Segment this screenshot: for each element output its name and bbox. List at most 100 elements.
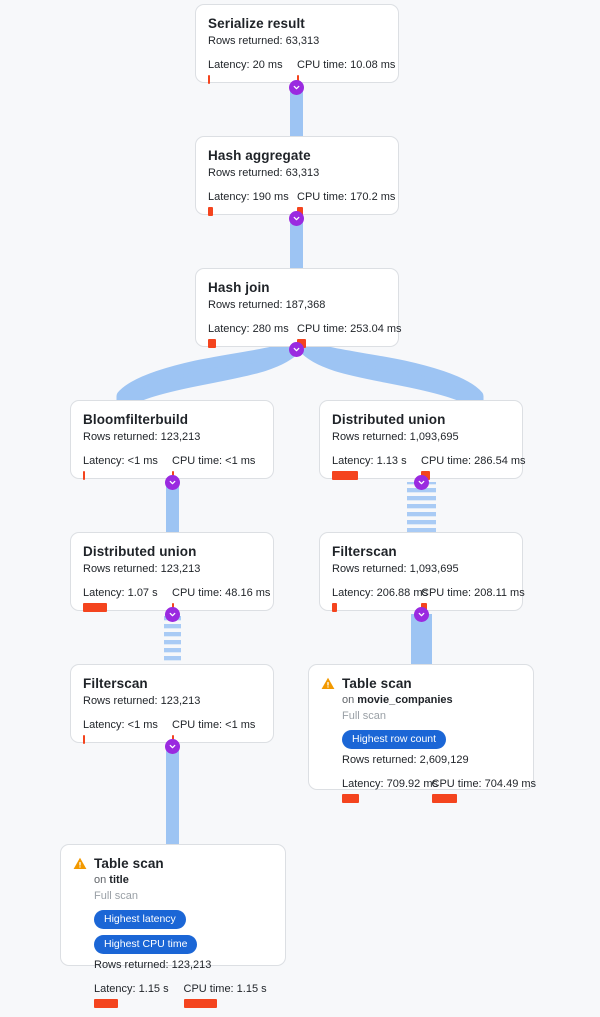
plan-node-distributed-union-right[interactable]: Distributed union Rows returned: 1,093,6…: [319, 400, 526, 480]
table-name: title: [109, 874, 129, 886]
table-name-line: on title: [94, 873, 273, 888]
latency-label: Latency: 709.92 ms: [342, 778, 439, 790]
edge-filterscan-to-table-scan-left: [166, 746, 179, 844]
latency-metric: Latency: 709.92 ms: [342, 777, 439, 803]
node-metrics: Latency: 190 ms CPU time: 170.2 ms: [208, 190, 396, 216]
latency-metric: Latency: 20 ms: [208, 58, 297, 84]
cpu-label: CPU time: 208.11 ms: [421, 587, 525, 599]
latency-metric: Latency: 190 ms: [208, 190, 297, 216]
latency-bar: [83, 471, 85, 480]
latency-bar: [83, 603, 107, 612]
node-title: Table scan: [342, 676, 412, 691]
rows-returned: Rows returned: 123,213: [83, 431, 201, 443]
node-body: Rows returned: 1,093,695 Latency: 206.88…: [332, 562, 525, 612]
on-prefix: on: [342, 694, 358, 706]
rows-returned: Rows returned: 2,609,129: [342, 754, 469, 766]
cpu-label: CPU time: 1.15 s: [183, 983, 267, 995]
latency-metric: Latency: 1.13 s: [332, 454, 421, 480]
cpu-metric: CPU time: 286.54 ms: [421, 454, 526, 480]
latency-bar: [332, 603, 337, 612]
plan-node-table-scan-title[interactable]: Table scan on title Full scan Highest la…: [60, 844, 286, 1008]
collapse-toggle-filterscan-left[interactable]: [165, 739, 180, 754]
chevron-down-icon: [169, 480, 176, 485]
node-header: Table scan: [73, 855, 273, 872]
collapse-toggle-filterscan-right[interactable]: [414, 607, 429, 622]
status-badge-cpu[interactable]: Highest CPU time: [94, 935, 198, 954]
collapse-toggle-distributed-union-right[interactable]: [414, 475, 429, 490]
cpu-label: CPU time: 286.54 ms: [421, 455, 526, 467]
cpu-metric: CPU time: 1.15 s: [183, 982, 274, 1008]
collapse-toggle-bloomfilterbuild[interactable]: [165, 475, 180, 490]
scan-type: Full scan: [94, 890, 139, 902]
node-metrics: Latency: 1.13 s CPU time: 286.54 ms: [332, 454, 526, 480]
edge-join-to-bloomfilterbuild-body: [116, 338, 303, 412]
node-metrics: Latency: 1.15 s CPU time: 1.15 s: [94, 982, 273, 1008]
rows-returned: Rows returned: 1,093,695: [332, 563, 459, 575]
plan-node-filterscan-left[interactable]: Filterscan Rows returned: 123,213 Latenc…: [70, 664, 274, 744]
node-badges: Highest row count: [342, 730, 521, 749]
on-prefix: on: [94, 874, 110, 886]
chevron-down-icon: [418, 480, 425, 485]
cpu-bar: [431, 794, 457, 803]
node-body: Rows returned: 123,213 Latency: <1 ms CP…: [83, 430, 261, 480]
plan-node-filterscan-right[interactable]: Filterscan Rows returned: 1,093,695 Late…: [319, 532, 525, 612]
cpu-label: CPU time: 170.2 ms: [297, 191, 396, 203]
chevron-down-icon: [169, 612, 176, 617]
rows-returned: Rows returned: 63,313: [208, 35, 320, 47]
node-header: Filterscan: [83, 675, 261, 692]
node-metrics: Latency: <1 ms CPU time: <1 ms: [83, 454, 261, 480]
plan-node-distributed-union-left[interactable]: Distributed union Rows returned: 123,213…: [70, 532, 274, 612]
node-body: Rows returned: 187,368 Latency: 280 ms C…: [208, 298, 402, 348]
node-metrics: Latency: 709.92 ms CPU time: 704.49 ms: [342, 777, 537, 803]
node-header: Serialize result: [208, 15, 386, 32]
edge-join-to-bloomfilterbuild: [130, 348, 296, 404]
node-title: Bloomfilterbuild: [83, 412, 189, 427]
collapse-toggle-serialize-result[interactable]: [289, 80, 304, 95]
plan-node-hash-join[interactable]: Hash join Rows returned: 187,368 Latency…: [195, 268, 402, 348]
latency-metric: Latency: <1 ms: [83, 454, 172, 480]
node-body: on movie_companies Full scan Highest row…: [342, 693, 537, 803]
cpu-label: CPU time: 253.04 ms: [297, 323, 402, 335]
plan-node-bloomfilterbuild[interactable]: Bloomfilterbuild Rows returned: 123,213 …: [70, 400, 274, 480]
status-badge-latency[interactable]: Highest latency: [94, 910, 186, 929]
warning-triangle-icon: [321, 677, 335, 690]
cpu-metric: CPU time: 704.49 ms: [431, 777, 537, 803]
plan-node-hash-aggregate[interactable]: Hash aggregate Rows returned: 63,313 Lat…: [195, 136, 399, 216]
collapse-toggle-hash-aggregate[interactable]: [289, 211, 304, 226]
latency-bar: [208, 75, 210, 84]
node-title: Serialize result: [208, 16, 305, 31]
cpu-bar: [183, 999, 217, 1008]
plan-node-serialize-result[interactable]: Serialize result Rows returned: 63,313 L…: [195, 4, 399, 84]
cpu-metric: CPU time: 253.04 ms: [297, 322, 402, 348]
node-title: Distributed union: [332, 412, 446, 427]
cpu-label: CPU time: 704.49 ms: [431, 778, 537, 790]
latency-label: Latency: 1.07 s: [83, 587, 158, 599]
node-metrics: Latency: 20 ms CPU time: 10.08 ms: [208, 58, 395, 84]
cpu-metric: CPU time: 48.16 ms: [172, 586, 270, 612]
latency-metric: Latency: 1.15 s: [94, 982, 184, 1008]
node-body: Rows returned: 123,213 Latency: <1 ms CP…: [83, 694, 261, 744]
node-metrics: Latency: <1 ms CPU time: <1 ms: [83, 718, 261, 744]
rows-returned: Rows returned: 123,213: [83, 695, 201, 707]
latency-label: Latency: 206.88 ms: [332, 587, 429, 599]
collapse-toggle-hash-join[interactable]: [289, 342, 304, 357]
cpu-metric: CPU time: <1 ms: [172, 454, 261, 480]
plan-node-table-scan-movie-companies[interactable]: Table scan on movie_companies Full scan …: [308, 664, 536, 803]
node-title: Filterscan: [83, 676, 148, 691]
chevron-down-icon: [293, 216, 300, 221]
edge-join-to-distributed-union: [297, 338, 484, 412]
table-name-line: on movie_companies: [342, 693, 521, 708]
collapse-toggle-distributed-union-left[interactable]: [165, 607, 180, 622]
rows-returned: Rows returned: 187,368: [208, 299, 326, 311]
status-badge[interactable]: Highest row count: [342, 730, 447, 749]
node-title: Hash join: [208, 280, 270, 295]
warning-triangle-icon: [73, 857, 87, 870]
chevron-down-icon: [293, 85, 300, 90]
latency-bar: [208, 207, 213, 216]
latency-bar: [94, 999, 118, 1008]
rows-returned: Rows returned: 63,313: [208, 167, 320, 179]
node-header: Filterscan: [332, 543, 510, 560]
latency-label: Latency: 280 ms: [208, 323, 289, 335]
cpu-label: CPU time: <1 ms: [172, 455, 256, 467]
